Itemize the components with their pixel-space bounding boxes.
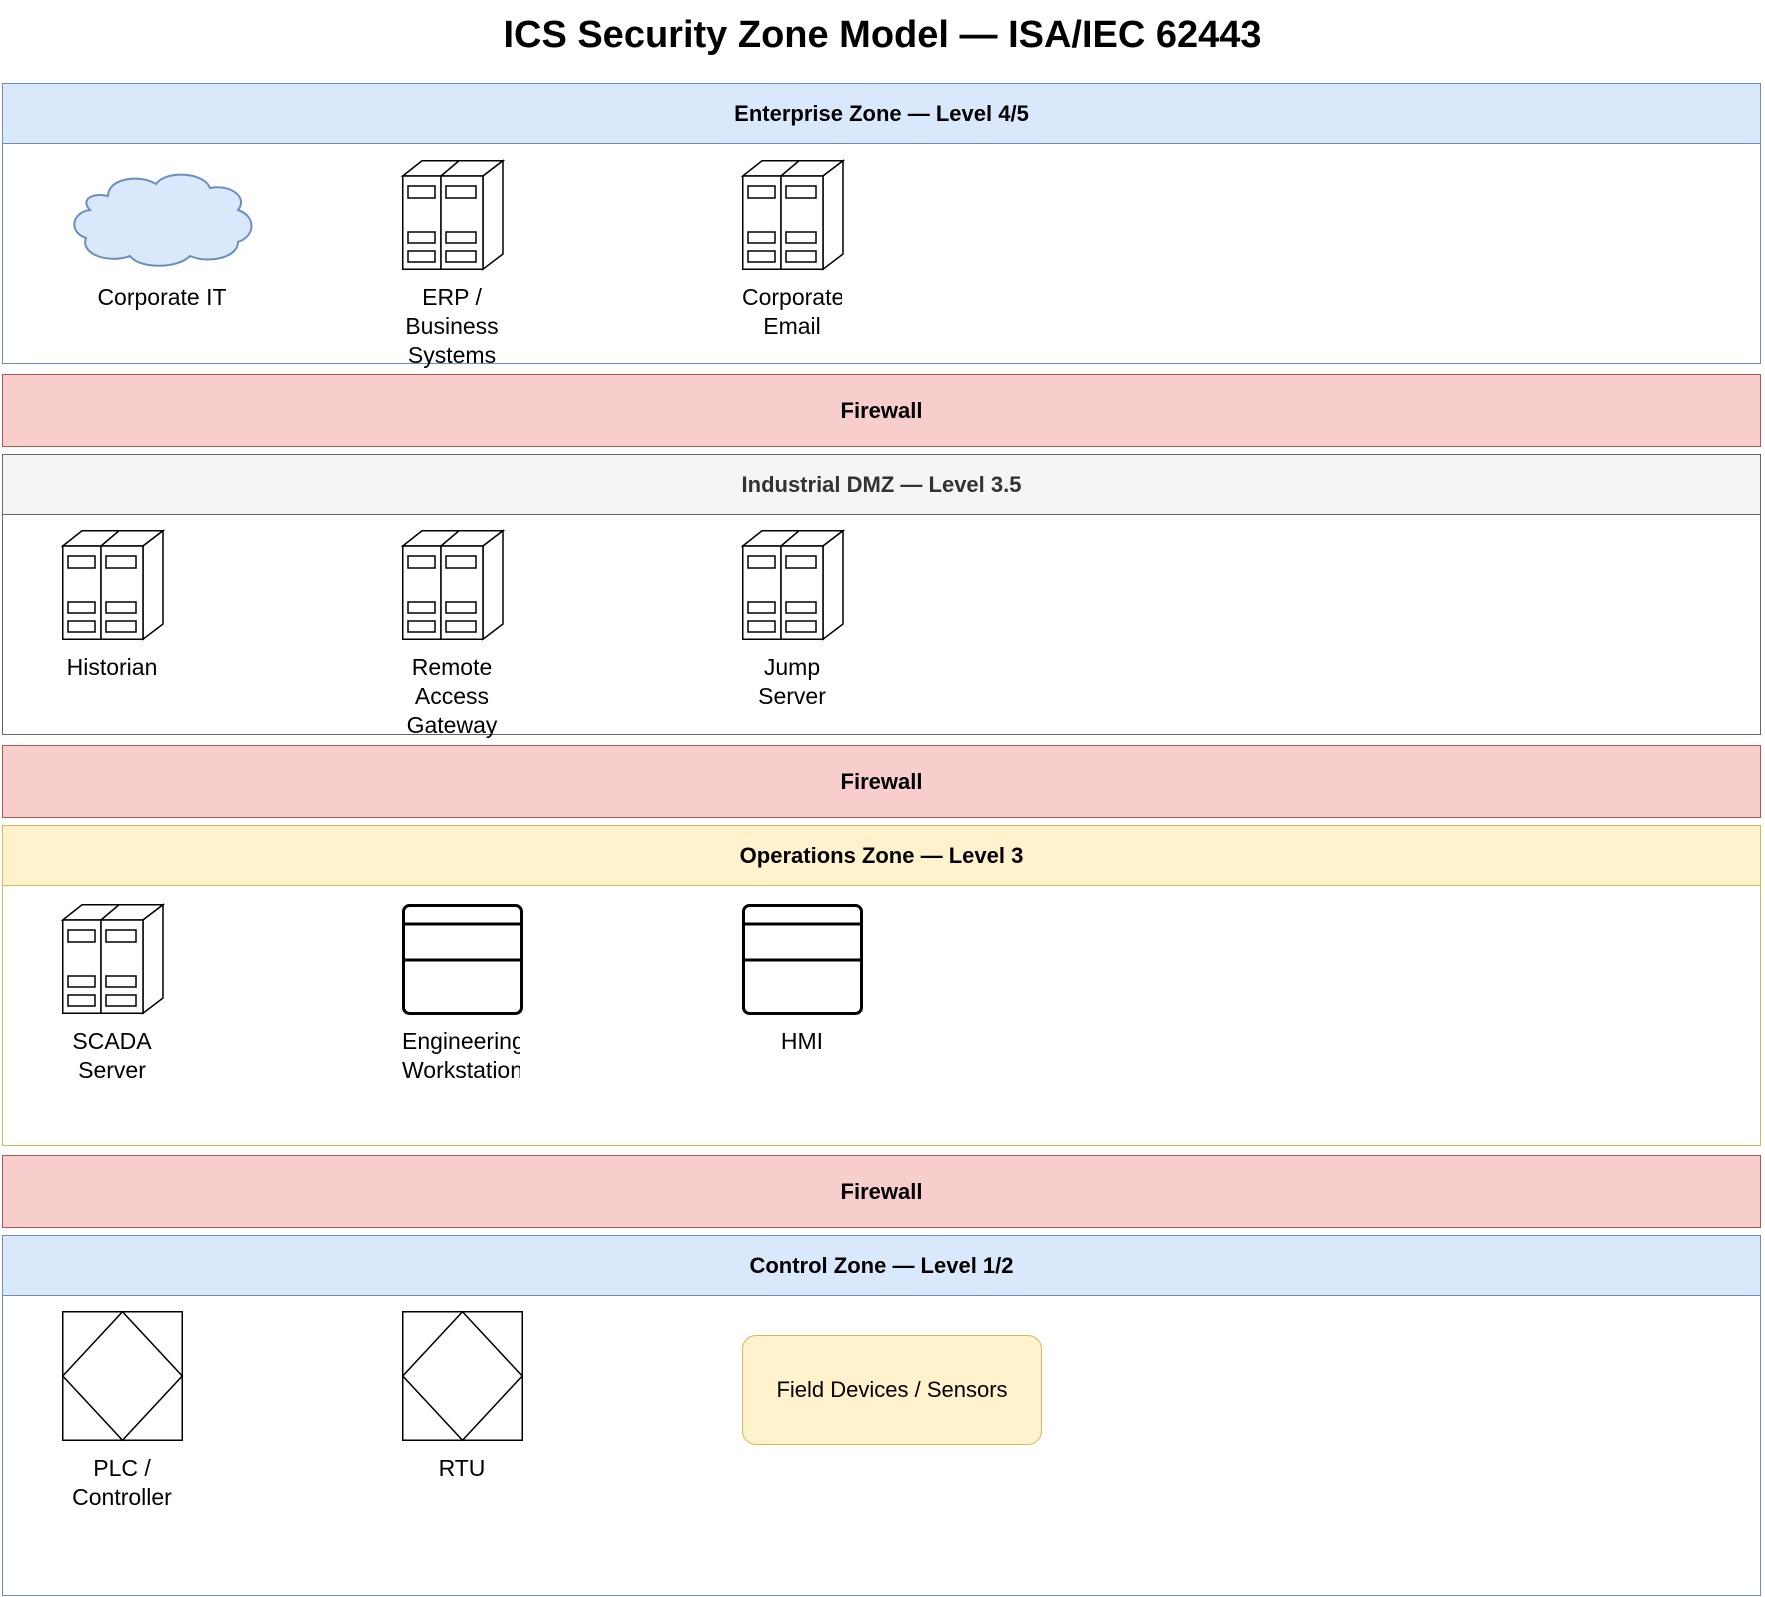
historian-node[interactable] (60, 529, 166, 641)
window-icon (742, 904, 863, 1015)
firewall-bar-2: Firewall (2, 745, 1761, 818)
enterprise-zone-header: Enterprise Zone — Level 4/5 (3, 84, 1760, 144)
erp-label: ERP / Business Systems (392, 283, 512, 370)
corporate-email-label-line: Email (763, 313, 821, 339)
corporate-it-node[interactable] (72, 166, 258, 270)
remote-access-gateway-node[interactable] (400, 529, 506, 641)
server-icon (60, 529, 166, 641)
workstation-label-line: Engineering (402, 1028, 520, 1054)
hmi-node[interactable] (742, 904, 863, 1015)
jump-server-node[interactable] (740, 529, 846, 641)
server-icon (740, 529, 846, 641)
corporate-email-label-line: Corporate (742, 284, 842, 310)
rtu-node[interactable] (401, 1310, 524, 1442)
erp-server-node[interactable] (400, 159, 506, 271)
controller-icon (61, 1310, 184, 1442)
control-zone-header: Control Zone — Level 1/2 (3, 1236, 1760, 1296)
operations-zone: Operations Zone — Level 3 (2, 825, 1761, 1146)
jump-label-line: Jump (763, 654, 821, 680)
plc-controller-node[interactable] (61, 1310, 184, 1442)
gateway-label-line: Gateway (406, 712, 498, 738)
scada-server-label: SCADA Server (52, 1027, 172, 1085)
workstation-label-line: Workstation (402, 1057, 520, 1083)
plc-label-line: PLC / (93, 1455, 151, 1481)
remote-access-gateway-label: Remote Access Gateway (392, 653, 512, 740)
scada-server-node[interactable] (60, 903, 166, 1015)
plc-controller-label: PLC / Controller (52, 1454, 192, 1512)
dmz-zone: Industrial DMZ — Level 3.5 (2, 454, 1761, 735)
control-zone: Control Zone — Level 1/2 (2, 1235, 1761, 1596)
plc-label-line: Controller (72, 1484, 172, 1510)
enterprise-zone: Enterprise Zone — Level 4/5 (2, 83, 1761, 364)
cloud-icon (73, 173, 253, 267)
field-devices-box[interactable]: Field Devices / Sensors (742, 1335, 1042, 1445)
erp-label-line: Business (405, 313, 499, 339)
jump-server-label: Jump Server (732, 653, 852, 711)
jump-label-line: Server (758, 683, 826, 709)
corporate-email-label: Corporate Email (742, 283, 842, 341)
hmi-label: HMI (780, 1028, 824, 1054)
firewall-bar-1: Firewall (2, 374, 1761, 447)
erp-label-line: Systems (407, 342, 497, 368)
controller-icon (401, 1310, 524, 1442)
scada-label-line: SCADA (72, 1028, 152, 1054)
engineering-workstation-label: Engineering Workstation (402, 1027, 520, 1085)
firewall-bar-3: Firewall (2, 1155, 1761, 1228)
gateway-label-line: Remote (411, 654, 493, 680)
corporate-it-label: Corporate IT (97, 284, 227, 310)
gateway-label-line: Access (414, 683, 490, 709)
server-icon (400, 159, 506, 271)
operations-zone-header: Operations Zone — Level 3 (3, 826, 1760, 886)
server-icon (60, 903, 166, 1015)
historian-label: Historian (66, 654, 158, 680)
engineering-workstation-node[interactable] (402, 904, 523, 1015)
scada-label-line: Server (78, 1057, 146, 1083)
erp-label-line: ERP / (422, 284, 482, 310)
dmz-zone-header: Industrial DMZ — Level 3.5 (3, 455, 1760, 515)
window-icon (402, 904, 523, 1015)
corporate-email-node[interactable] (740, 159, 846, 271)
page-title: ICS Security Zone Model — ISA/IEC 62443 (503, 14, 1262, 56)
rtu-label: RTU (438, 1455, 486, 1481)
server-icon (740, 159, 846, 271)
server-icon (400, 529, 506, 641)
